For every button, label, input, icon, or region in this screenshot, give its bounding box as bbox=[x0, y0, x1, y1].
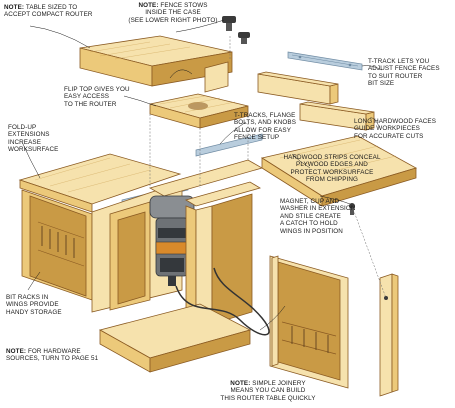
router bbox=[149, 195, 195, 286]
callout-hardwood-faces: LONG HARDWOOD FACES GUIDE WORKPIECES FOR… bbox=[354, 118, 437, 140]
callout-t-tracks-flange: T-TRACKS, FLANGE BOLTS, AND KNOBS ALLOW … bbox=[234, 112, 297, 142]
callout-table-size: NOTE: TABLE SIZED TO ACCEPT COMPACT ROUT… bbox=[4, 4, 93, 19]
callout-flip-top: FLIP TOP GIVES YOU EASY ACCESS TO THE RO… bbox=[64, 86, 130, 108]
extension-panel bbox=[260, 135, 418, 207]
callout-t-track-faces: T-TRACK LETS YOU ADJUST FENCE FACES TO S… bbox=[368, 58, 440, 88]
wing-frame bbox=[269, 255, 349, 389]
bit-rack-right bbox=[291, 326, 329, 353]
callout-fold-up: FOLD-UP EXTENSIONS INCREASE WORKSURFACE bbox=[8, 124, 59, 154]
callout-bit-racks: BIT RACKS IN WINGS PROVIDE HANDY STORAGE bbox=[6, 294, 62, 316]
callout-hardwood-strips: HARDWOOD STRIPS CONCEAL PLYWOOD EDGES AN… bbox=[283, 154, 381, 184]
callout-hardware: NOTE: FOR HARDWARE SOURCES, TURN TO PAGE… bbox=[6, 348, 99, 363]
callout-fence-stows: NOTE: FENCE STOWS INSIDE THE CASE (SEE L… bbox=[128, 2, 218, 24]
leader-lines bbox=[21, 19, 383, 331]
fence-assembly bbox=[79, 35, 233, 93]
callout-joinery: NOTE: SIMPLE JOINERY MEANS YOU CAN BUILD… bbox=[220, 380, 316, 402]
assembly-lines bbox=[149, 36, 387, 299]
fence-knob-1 bbox=[222, 16, 236, 31]
stile bbox=[379, 273, 399, 397]
hardwood-fence-face-lower bbox=[299, 101, 375, 131]
flip-top bbox=[149, 93, 249, 129]
callout-magnet: MAGNET, CUP AND WASHER IN EXTENSION AND … bbox=[280, 198, 356, 235]
bit-rack-left bbox=[41, 226, 75, 258]
base-panel bbox=[98, 303, 252, 373]
fence-knob-2 bbox=[238, 32, 250, 44]
fence-t-track bbox=[287, 51, 363, 71]
router-cord bbox=[175, 267, 270, 336]
hardwood-fence-face-upper bbox=[257, 71, 339, 105]
